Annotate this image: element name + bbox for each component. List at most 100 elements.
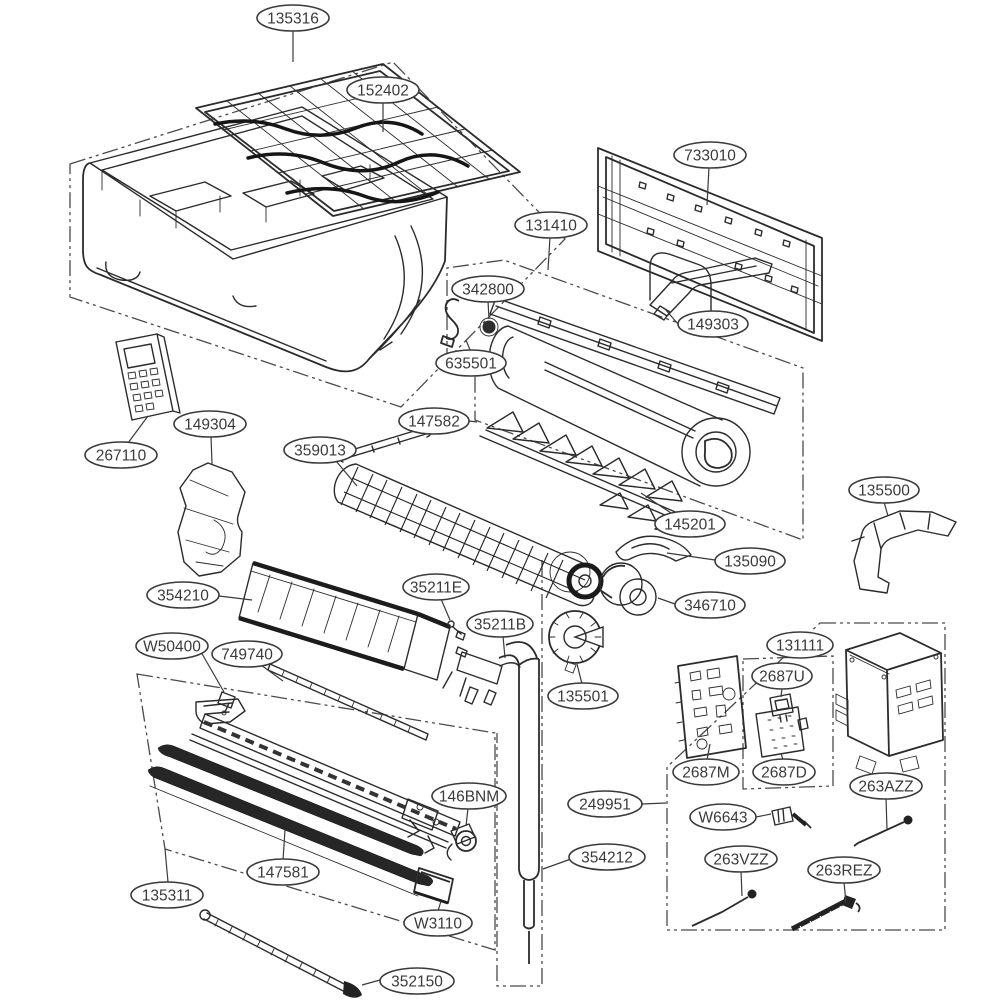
group-box-135316-front-panel — [69, 61, 566, 408]
part-number-text: 135311 — [142, 888, 193, 905]
label-balloon-131410 — [514, 211, 588, 239]
group-box-drain-pipe — [496, 560, 543, 987]
fan-motor-sketch — [599, 562, 657, 616]
part-number-text: 749740 — [221, 647, 273, 664]
leader-line-131410 — [547, 236, 551, 271]
label-balloon-W50400 — [135, 632, 209, 660]
label-balloon-2687U — [751, 662, 813, 690]
part-number-text: 135500 — [858, 483, 910, 500]
label-balloon-135311 — [130, 881, 204, 909]
part-label-131111: 131111 — [766, 631, 834, 659]
screw-35211E-sketch — [447, 620, 466, 641]
label-balloon-749740 — [211, 640, 283, 668]
group-boxes-layer — [69, 61, 946, 987]
label-balloon-146BNM — [431, 782, 507, 810]
group-box-135311-front-frame — [136, 673, 496, 951]
main-pcb-sketch — [674, 655, 747, 759]
part-label-135311: 135311 — [130, 848, 204, 909]
front-frame-assembly-sketch — [147, 698, 461, 897]
part-label-749740: 749740 — [211, 640, 284, 682]
part-number-text: 147581 — [257, 865, 309, 882]
vane-step-motor-sketch — [446, 823, 477, 861]
part-number-text: 131111 — [776, 638, 824, 655]
leader-line-249951 — [641, 802, 667, 805]
corner-bracket-sketch — [851, 510, 957, 594]
label-balloon-354212 — [568, 843, 646, 871]
leader-line-354210 — [218, 595, 253, 601]
pcb-part-2687D-sketch — [755, 706, 809, 758]
indoor-unit-cabinet-sketch — [82, 106, 448, 373]
part-label-342800: 342800 — [451, 275, 525, 320]
part-label-35211E: 35211E — [402, 573, 470, 621]
grommet-sketch — [479, 317, 499, 337]
leader-line-263VZZ — [740, 870, 743, 897]
part-number-text: 2687M — [682, 765, 729, 782]
label-balloon-W3110 — [403, 909, 473, 937]
label-balloon-135316 — [256, 4, 330, 32]
part-number-text: 2687U — [759, 669, 805, 686]
leader-line-635501 — [465, 339, 471, 351]
part-label-263AZZ: 263AZZ — [849, 772, 923, 831]
part-number-text: 263AZZ — [858, 779, 913, 796]
part-label-354212: 354212 — [542, 843, 646, 871]
label-balloon-152402 — [346, 76, 420, 104]
leader-line-352150 — [361, 979, 381, 986]
thermistor-263REZ-sketch — [790, 895, 861, 933]
part-label-249951: 249951 — [567, 790, 667, 818]
leader-line-263REZ — [843, 881, 847, 904]
part-number-text: 267110 — [96, 448, 147, 465]
group-box-chassis-131410 — [446, 259, 804, 541]
air-filter-sketch — [195, 63, 521, 217]
leader-line-149303 — [664, 308, 679, 325]
thermistor-263VZZ-sketch — [691, 889, 757, 927]
leader-line-135090 — [666, 552, 716, 561]
label-balloon-263VZZ — [704, 845, 778, 873]
label-balloon-352150 — [379, 967, 455, 995]
leader-line-35211B — [502, 635, 506, 659]
part-label-263VZZ: 263VZZ — [704, 845, 778, 897]
leader-line-147581 — [282, 829, 286, 861]
rear-mounting-plate-sketch — [597, 147, 823, 342]
part-label-346710: 346710 — [657, 591, 746, 619]
part-label-733010: 733010 — [673, 141, 747, 206]
leader-line-354212 — [542, 858, 572, 870]
vane-motor-gear-sketch — [548, 610, 604, 674]
part-label-135090: 135090 — [666, 547, 786, 575]
leader-line-749740 — [260, 664, 284, 682]
part-number-text: W50400 — [143, 639, 201, 656]
part-number-text: 354210 — [157, 588, 209, 605]
leader-line-145201 — [640, 492, 672, 514]
drain-hose-sketch — [498, 641, 540, 964]
leader-line-263AZZ — [885, 797, 888, 831]
part-number-text: 35211B — [474, 617, 526, 634]
part-number-text: 342800 — [462, 282, 514, 299]
part-label-354210: 354210 — [146, 581, 253, 609]
label-balloon-733010 — [673, 141, 747, 169]
leader-line-W50400 — [200, 651, 225, 693]
part-label-146BNM: 146BNM — [431, 782, 507, 827]
part-number-text: 2687D — [761, 765, 807, 782]
label-balloon-346710 — [674, 591, 746, 619]
part-number-text: W6643 — [698, 810, 747, 827]
leader-line-135311 — [164, 848, 169, 883]
remote-control-sketch — [115, 333, 181, 421]
group-box-131111-pcb — [742, 655, 834, 790]
part-label-263REZ: 263REZ — [807, 856, 881, 904]
part-label-149303: 149303 — [664, 308, 749, 338]
leader-line-35211E — [440, 598, 451, 621]
part-label-359013: 359013 — [283, 436, 358, 487]
part-number-text: 249951 — [579, 797, 631, 814]
part-label-152402: 152402 — [346, 76, 420, 132]
leader-line-147582 — [468, 420, 478, 423]
label-balloon-342800 — [451, 275, 525, 303]
label-balloon-131111 — [766, 631, 834, 659]
part-label-147581: 147581 — [246, 829, 320, 886]
label-balloon-35211E — [402, 573, 470, 601]
label-balloon-W6643 — [689, 803, 757, 831]
part-number-text: 147582 — [408, 414, 460, 431]
cord-hook-sketch — [440, 298, 460, 348]
pipe-holder-bracket-sketch — [649, 257, 773, 321]
part-label-2687D: 2687D — [752, 752, 816, 786]
control-box-sketch — [835, 632, 944, 775]
